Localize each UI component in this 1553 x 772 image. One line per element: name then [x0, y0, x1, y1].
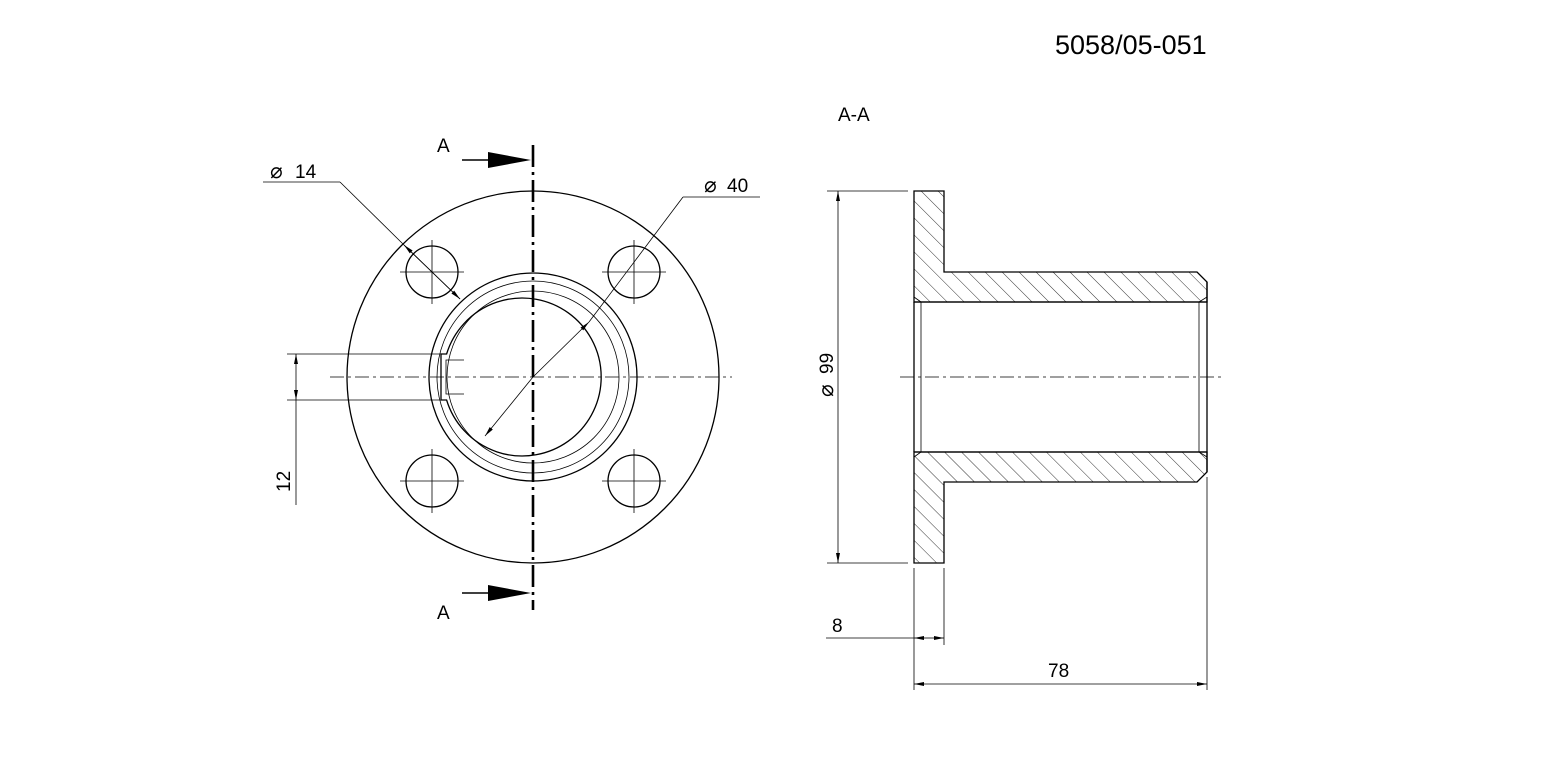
diameter-symbol: ⌀ — [704, 174, 717, 197]
dim-overall-length: 78 — [914, 477, 1208, 690]
section-arrow-bottom: A — [437, 585, 531, 624]
section-mark-bottom: A — [437, 603, 450, 624]
bolt-hole-bottom-left — [400, 449, 464, 513]
front-view: A A ⌀ 14 ⌀ 40 — [263, 136, 760, 624]
section-lower-material — [913, 451, 1208, 564]
dim-keyway-width: 12 — [274, 353, 440, 505]
dim-flange-thickness-value: 8 — [832, 616, 843, 637]
dim-flange-thickness: 8 — [826, 568, 945, 690]
dim-bolt-hole-dia-value: 14 — [295, 162, 317, 183]
section-upper-material — [913, 190, 1208, 303]
dim-flange-dia-value: 99 — [817, 353, 838, 374]
bolt-hole-bottom-right — [602, 449, 666, 513]
dim-bolt-hole-dia: ⌀ 14 — [263, 160, 461, 300]
diameter-symbol: ⌀ — [270, 160, 283, 183]
bore-with-keyway — [440, 297, 602, 457]
diameter-symbol: ⌀ — [815, 384, 838, 397]
dim-flange-dia: ⌀ 99 — [815, 190, 908, 564]
section-view: A-A ⌀ 99 — [815, 105, 1222, 690]
drawing-number: 5058/05-051 — [1055, 30, 1207, 60]
keyway-inner — [445, 359, 464, 395]
section-title: A-A — [838, 105, 870, 126]
section-arrow-top: A — [437, 136, 531, 168]
dim-keyway-width-value: 12 — [274, 471, 295, 492]
dim-bore-dia-value: 40 — [727, 176, 748, 197]
dim-overall-length-value: 78 — [1048, 661, 1069, 682]
dim-bore-dia: ⌀ 40 — [484, 174, 760, 437]
bolt-hole-top-right — [602, 240, 666, 304]
section-mark-top: A — [437, 136, 450, 157]
